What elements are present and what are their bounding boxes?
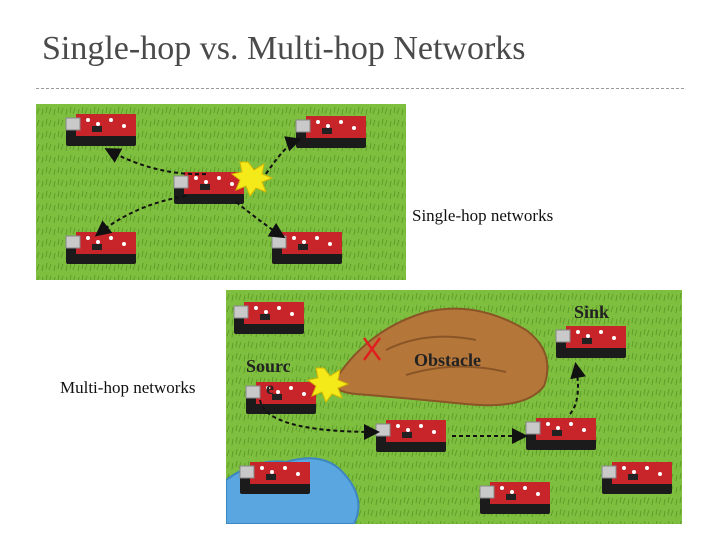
sensor-node (233, 301, 305, 335)
sensor-node (65, 231, 137, 265)
obstacle-rock (332, 307, 549, 407)
sensor-node (479, 481, 551, 515)
source-label-line1: Sourc (246, 356, 291, 376)
sensor-node (601, 461, 673, 495)
link-arrow (104, 148, 207, 176)
sensor-node (295, 115, 367, 149)
sensor-node (525, 417, 597, 451)
sensor-node-source (245, 381, 317, 415)
event-burst-icon (306, 367, 350, 404)
event-burst-icon (230, 161, 274, 198)
title-divider (36, 88, 684, 89)
multi-hop-label: Multi-hop networks (60, 378, 196, 397)
sensor-node (239, 461, 311, 495)
obstacle-label: Obstacle (414, 350, 481, 370)
multi-hop-scene (226, 290, 682, 524)
sensor-node (271, 231, 343, 265)
single-hop-scene (36, 104, 406, 280)
blocked-link-icon (362, 337, 382, 361)
sensor-node (375, 419, 447, 453)
sensor-node (65, 113, 137, 147)
slide-title: Single-hop vs. Multi-hop Networks (42, 30, 526, 67)
source-label-line2: e (266, 378, 274, 398)
single-hop-label: Single-hop networks (412, 206, 554, 225)
link-arrow (94, 195, 187, 237)
hop-arrow (569, 362, 586, 415)
hop-arrow (259, 399, 380, 440)
sensor-node-source (173, 171, 245, 205)
sensor-node-sink (555, 325, 627, 359)
link-arrow (265, 136, 302, 175)
sink-label: Sink (574, 302, 610, 322)
